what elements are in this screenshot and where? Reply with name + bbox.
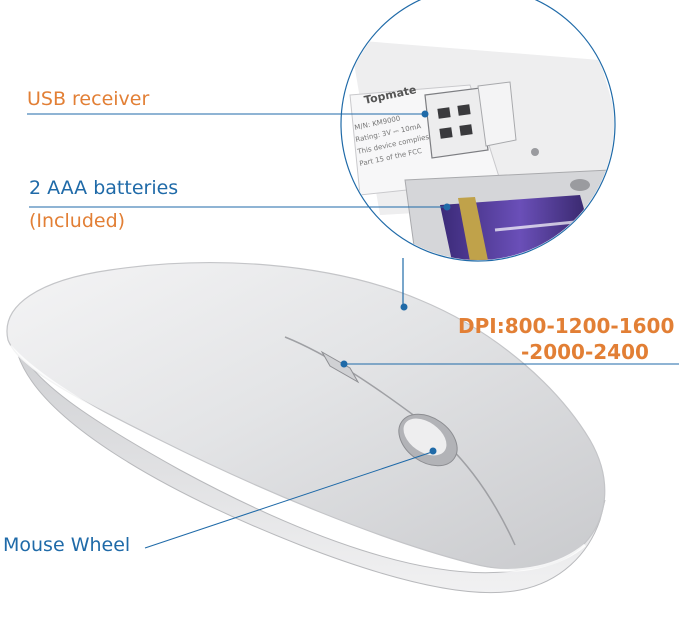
inset-connector-dot xyxy=(400,303,408,311)
inset-view: Topmate M/N: KM9000 Rating: 3V ⎓ 10mA Th… xyxy=(340,0,616,262)
mouse-body xyxy=(6,262,606,594)
usb-leader-dot xyxy=(421,110,429,118)
wheel-leader-line xyxy=(144,451,433,549)
batteries-included-label: (Included) xyxy=(29,210,126,232)
usb-receiver-label: USB receiver xyxy=(27,88,150,110)
batteries-label: 2 AAA batteries xyxy=(29,177,179,199)
dpi-label-line1: DPI:800-1200-1600 xyxy=(458,314,675,338)
battery-leader-dot xyxy=(443,203,451,211)
dpi-leader-dot xyxy=(340,360,348,368)
mouse-wheel-label: Mouse Wheel xyxy=(3,534,131,556)
dpi-label-line2: -2000-2400 xyxy=(521,340,649,364)
wheel-leader-dot xyxy=(429,447,437,455)
